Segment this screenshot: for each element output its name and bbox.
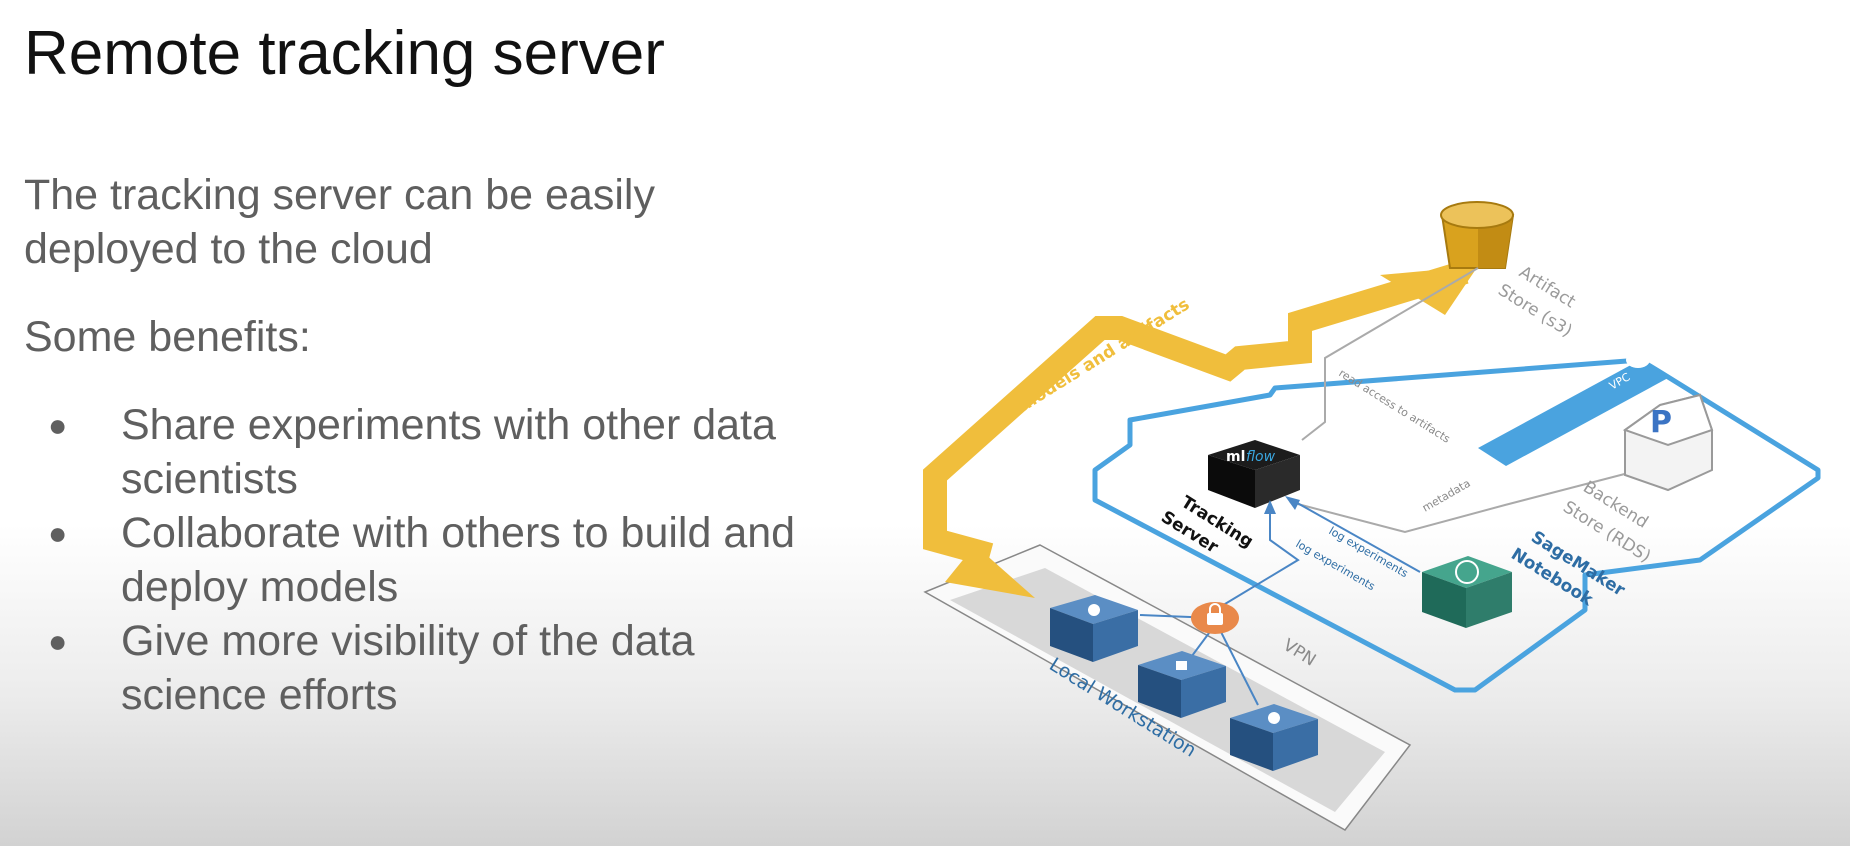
mlflow-logo-flow: flow xyxy=(1246,449,1276,465)
workstation-apple-cube xyxy=(1230,704,1318,771)
arrowhead-to-workstation xyxy=(945,545,1035,598)
benefit-text: Collaborate with others to build and dep… xyxy=(121,509,796,611)
benefit-item: ● Share experiments with other data scien… xyxy=(24,398,824,506)
metadata-label: metadata xyxy=(1420,477,1473,515)
slide-title: Remote tracking server xyxy=(24,19,665,88)
log-arrowhead-notebook xyxy=(1285,496,1300,510)
metadata-line xyxy=(1289,469,1641,534)
svg-text:P: P xyxy=(1650,405,1672,440)
bullet-icon: ● xyxy=(48,515,68,551)
log-experiments-arrow-notebook xyxy=(1291,499,1421,573)
brain-icon xyxy=(1455,560,1479,584)
workstation-linux-cube xyxy=(1050,595,1138,662)
s3-bucket-icon xyxy=(1440,201,1515,269)
lock-icon xyxy=(1191,602,1239,634)
arrowhead-to-artifact-store xyxy=(1380,266,1478,315)
benefit-item: ● Collaborate with others to build and de… xyxy=(24,506,824,614)
postgresql-icon: P xyxy=(1622,393,1714,492)
intro-text: The tracking server can be easily deploy… xyxy=(24,171,655,273)
mlflow-logo-ml: ml xyxy=(1226,449,1245,465)
sagemaker-notebook-cube xyxy=(1422,556,1512,628)
linux-icon xyxy=(1088,604,1100,616)
read-access-line xyxy=(1301,267,1479,441)
bullet-icon: ● xyxy=(48,623,68,659)
vpc-boundary xyxy=(1092,357,1821,693)
benefits-heading: Some benefits: xyxy=(24,313,311,361)
vpc-tab xyxy=(1478,360,1668,466)
architecture-diagram: VPC models and artifacts Artifact Store … xyxy=(923,201,1821,831)
benefit-item: ● Give more visibility of the data scienc… xyxy=(24,614,824,722)
benefit-text: Share experiments with other data scient… xyxy=(121,401,776,503)
windows-icon xyxy=(1176,661,1187,670)
bullet-icon: ● xyxy=(48,407,68,443)
mlflow-server-cube: ml flow xyxy=(1208,440,1300,508)
benefits-list: ● Share experiments with other data scien… xyxy=(24,398,824,722)
cloud-icon xyxy=(1626,352,1650,368)
log-arrowhead-workstation xyxy=(1264,500,1276,514)
vpn-label: VPN xyxy=(1279,635,1319,670)
vpn-link xyxy=(1219,629,1259,706)
benefit-text: Give more visibility of the data science… xyxy=(121,617,695,719)
apple-icon xyxy=(1268,712,1280,724)
models-artifacts-arrow xyxy=(923,260,1469,567)
workstation-windows-cube xyxy=(1138,651,1226,718)
log-experiments-arrow-workstation xyxy=(1214,508,1300,611)
